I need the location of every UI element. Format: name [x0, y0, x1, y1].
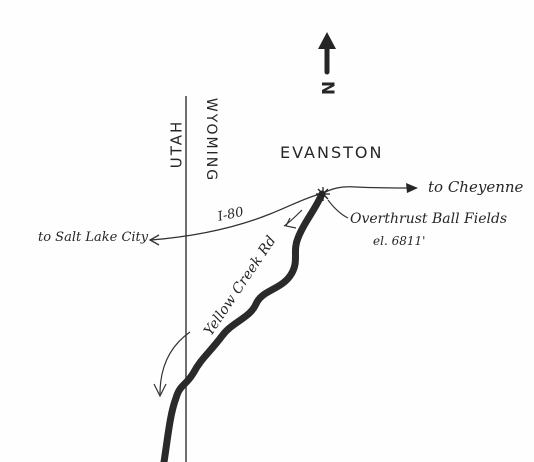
ball-fields-star-icon — [316, 187, 330, 201]
road-junction-arrow — [283, 209, 303, 227]
junction-arrow-head-icon — [285, 217, 297, 229]
interstate-80-east-line — [321, 186, 417, 195]
road-pointer-arrow-icon — [153, 383, 167, 398]
wyoming-label: WYOMING — [203, 97, 220, 183]
utah-label: UTAH — [167, 119, 186, 169]
east-arrow-icon — [406, 183, 418, 193]
west-arrow-icon — [148, 234, 160, 246]
evanston-label: EVANSTON — [280, 143, 384, 162]
north-label: N — [317, 80, 338, 96]
ball-fields-leader-line — [327, 199, 349, 219]
road-pointer-line — [159, 331, 191, 395]
interstate-80-line — [150, 193, 321, 241]
yellow-creek-road — [160, 190, 326, 462]
ball-fields-label: Overthrust Ball Fields — [350, 211, 508, 227]
ball-fields-elevation-label: el. 6811' — [373, 234, 426, 248]
to-cheyenne-label: to Cheyenne — [428, 178, 524, 196]
to-salt-lake-city-label: to Salt Lake City — [38, 230, 149, 245]
north-arrow-icon — [318, 32, 336, 75]
